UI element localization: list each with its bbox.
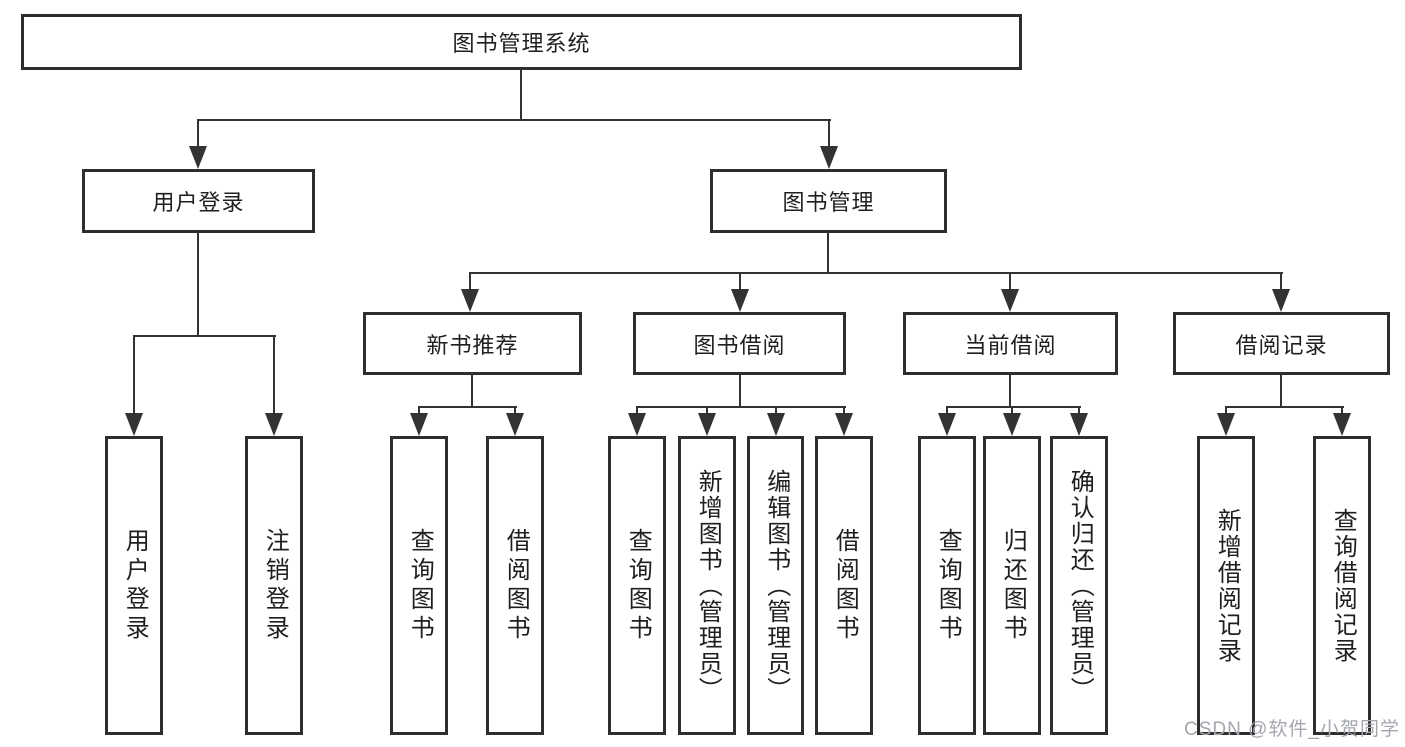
connector-line bbox=[1225, 406, 1344, 408]
arrow-down-icon bbox=[767, 413, 785, 436]
arrow-down-icon bbox=[189, 146, 207, 169]
connector-line bbox=[739, 272, 741, 292]
leaf-query-books-recommend: 查询图书 bbox=[390, 436, 448, 735]
arrow-down-icon bbox=[410, 413, 428, 436]
leaf-query-books-current: 查询图书 bbox=[918, 436, 976, 735]
connector-line bbox=[1225, 406, 1227, 416]
connector-line bbox=[828, 119, 830, 150]
leaf-add-borrow-record: 新增借阅记录 bbox=[1197, 436, 1255, 735]
node-borrowing-records: 借阅记录 bbox=[1173, 312, 1390, 375]
leaf-borrow-books-recommend: 借阅图书 bbox=[486, 436, 544, 735]
node-current-borrowing: 当前借阅 bbox=[903, 312, 1118, 375]
connector-line bbox=[197, 119, 831, 121]
connector-line bbox=[133, 335, 276, 337]
connector-line bbox=[636, 406, 638, 416]
connector-line bbox=[520, 69, 522, 120]
arrow-down-icon bbox=[820, 146, 838, 169]
arrow-down-icon bbox=[1070, 413, 1088, 436]
connector-line bbox=[827, 232, 829, 273]
arrow-down-icon bbox=[628, 413, 646, 436]
arrow-down-icon bbox=[461, 289, 479, 312]
connector-line bbox=[636, 406, 846, 408]
connector-line bbox=[775, 406, 777, 416]
connector-line bbox=[1280, 272, 1282, 292]
connector-line bbox=[1280, 374, 1282, 407]
connector-line bbox=[471, 374, 473, 407]
connector-line bbox=[739, 374, 741, 407]
leaf-confirm-return-admin: 确认归还（管理员） bbox=[1050, 436, 1108, 735]
arrow-down-icon bbox=[938, 413, 956, 436]
arrow-down-icon bbox=[698, 413, 716, 436]
arrow-down-icon bbox=[1003, 413, 1021, 436]
arrow-down-icon bbox=[1001, 289, 1019, 312]
node-book-management: 图书管理 bbox=[710, 169, 947, 233]
leaf-add-books-admin: 新增图书（管理员） bbox=[678, 436, 736, 735]
leaf-borrow-books-borrowing: 借阅图书 bbox=[815, 436, 873, 735]
arrow-down-icon bbox=[506, 413, 524, 436]
connector-line bbox=[946, 406, 1081, 408]
connector-line bbox=[469, 272, 471, 292]
leaf-query-books-borrowing: 查询图书 bbox=[608, 436, 666, 735]
connector-line bbox=[1341, 406, 1343, 416]
connector-line bbox=[1078, 406, 1080, 416]
connector-line bbox=[418, 406, 517, 408]
node-book-borrowing: 图书借阅 bbox=[633, 312, 846, 375]
leaf-query-borrow-record: 查询借阅记录 bbox=[1313, 436, 1371, 735]
arrow-down-icon bbox=[1217, 413, 1235, 436]
node-root: 图书管理系统 bbox=[21, 14, 1022, 70]
connector-line bbox=[273, 335, 275, 416]
node-new-book-recommend: 新书推荐 bbox=[363, 312, 582, 375]
connector-line bbox=[706, 406, 708, 416]
leaf-return-books: 归还图书 bbox=[983, 436, 1041, 735]
arrow-down-icon bbox=[835, 413, 853, 436]
arrow-down-icon bbox=[265, 413, 283, 436]
arrow-down-icon bbox=[1272, 289, 1290, 312]
connector-line bbox=[514, 406, 516, 416]
leaf-logout: 注销登录 bbox=[245, 436, 303, 735]
connector-line bbox=[197, 232, 199, 336]
connector-line bbox=[197, 119, 199, 150]
connector-line bbox=[1011, 406, 1013, 416]
leaf-user-login: 用户登录 bbox=[105, 436, 163, 735]
watermark: CSDN @软件_小贺同学 bbox=[1184, 719, 1400, 740]
node-user-login: 用户登录 bbox=[82, 169, 315, 233]
arrow-down-icon bbox=[1333, 413, 1351, 436]
arrow-down-icon bbox=[731, 289, 749, 312]
arrow-down-icon bbox=[125, 413, 143, 436]
connector-line bbox=[843, 406, 845, 416]
connector-line bbox=[946, 406, 948, 416]
connector-line bbox=[133, 335, 135, 416]
connector-line bbox=[1009, 272, 1011, 292]
connector-line bbox=[418, 406, 420, 416]
leaf-edit-books-admin: 编辑图书（管理员） bbox=[747, 436, 804, 735]
connector-line bbox=[469, 272, 1283, 274]
connector-line bbox=[1009, 374, 1011, 407]
